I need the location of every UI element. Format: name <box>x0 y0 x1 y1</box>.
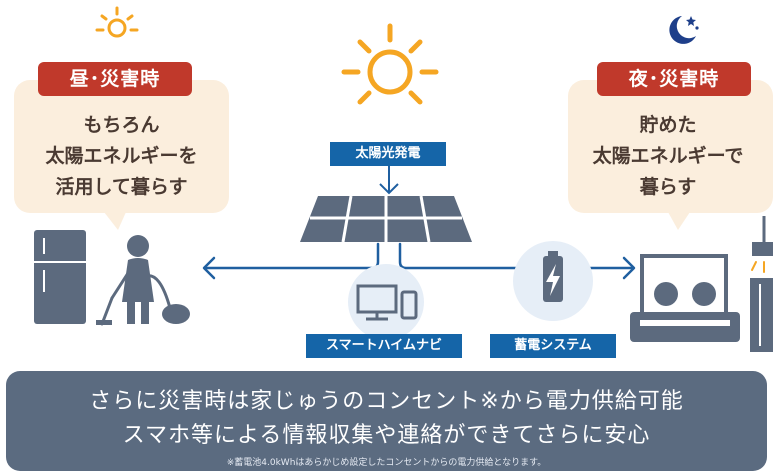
banner-line-2: スマホ等による情報収集や連絡ができてさらに安心 <box>122 423 651 448</box>
battery-icon <box>513 241 593 321</box>
lamp-icon <box>750 216 773 352</box>
banner-footnote: ※蓄電池4.0kWhはあらかじめ設定したコンセントからの電力供給となります。 <box>226 458 547 468</box>
left-situation-tag: 昼･災害時 <box>38 62 192 96</box>
large-sun-icon <box>341 23 439 105</box>
solar-power-label: 太陽光発電 <box>330 142 446 166</box>
banner-line-1: さらに災害時は家じゅうのコンセント※から電力供給可能 <box>89 389 684 414</box>
left-line-1: もちろん <box>83 114 160 136</box>
left-bubble-text: もちろん 太陽エネルギーを 活用して暮らす <box>14 110 229 203</box>
refrigerator-icon <box>34 230 86 324</box>
right-line-1: 貯めた <box>639 114 697 136</box>
right-bubble-tail <box>668 212 690 230</box>
vacuum-person-icon <box>96 235 190 326</box>
right-line-2: 太陽エネルギーで <box>592 145 744 167</box>
moon-stars-icon <box>669 16 699 44</box>
right-situation-tag: 夜･災害時 <box>597 62 751 96</box>
smart-heim-navi-label: スマートハイムナビ <box>306 334 462 358</box>
right-bubble-text: 貯めた 太陽エネルギーで 暮らす <box>568 110 768 203</box>
left-line-2: 太陽エネルギーを <box>45 145 198 167</box>
small-sun-icon <box>95 6 139 38</box>
family-sofa-icon <box>630 254 740 342</box>
left-bubble-tail <box>104 212 126 230</box>
left-line-3: 活用して暮らす <box>55 176 188 198</box>
solar-panel-icon <box>300 195 472 243</box>
storage-system-label: 蓄電システム <box>490 334 616 358</box>
disaster-info-banner: さらに災害時は家じゅうのコンセント※から電力供給可能 スマホ等による情報収集や連… <box>6 371 767 471</box>
right-line-3: 暮らす <box>639 176 697 198</box>
computer-tablet-icon <box>348 264 424 340</box>
solar-down-arrow <box>379 166 399 195</box>
left-speech-bubble <box>14 80 229 213</box>
right-speech-bubble <box>568 80 773 213</box>
